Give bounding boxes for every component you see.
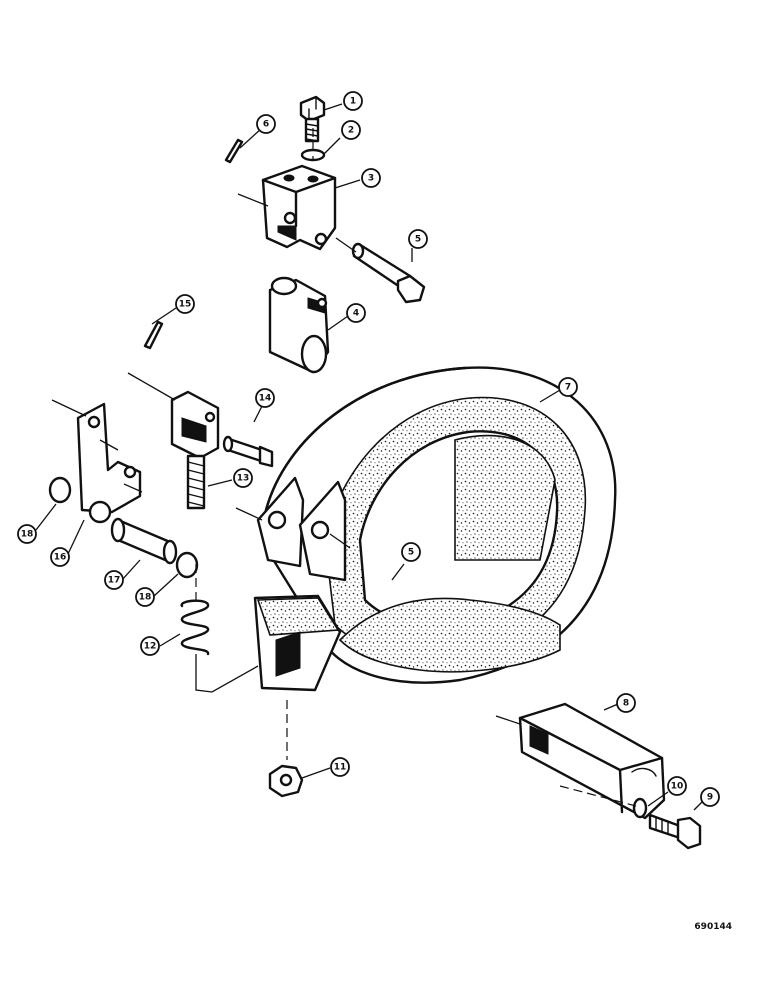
callout-c18b: 18 xyxy=(135,587,155,607)
part-9-bolt xyxy=(648,813,702,850)
callout-label: 9 xyxy=(707,793,713,803)
callout-label: 1 xyxy=(350,97,356,107)
part-4-link xyxy=(268,276,330,374)
callout-c5a: 5 xyxy=(408,229,428,249)
callout-circle xyxy=(667,776,687,796)
callout-circle xyxy=(175,294,195,314)
callout-circle xyxy=(401,542,421,562)
assembly-lines xyxy=(51,128,637,807)
part-7-brake-band xyxy=(253,366,617,692)
callout-c9: 9 xyxy=(700,787,720,807)
callout-label: 7 xyxy=(565,383,571,393)
callout-c3: 3 xyxy=(361,168,381,188)
callout-c7: 7 xyxy=(558,377,578,397)
callout-c15: 15 xyxy=(175,294,195,314)
part-3-clevis-block xyxy=(261,164,337,251)
callout-c2: 2 xyxy=(341,120,361,140)
callout-c17: 17 xyxy=(104,570,124,590)
callout-c8: 8 xyxy=(616,693,636,713)
part-10-washer xyxy=(632,797,648,819)
callout-circle xyxy=(361,168,381,188)
part-18-snap-ring-a xyxy=(48,476,72,504)
callout-label: 18 xyxy=(139,593,152,603)
part-11-nut xyxy=(268,764,304,798)
callout-circle xyxy=(17,524,37,544)
part-14-pin xyxy=(222,435,274,468)
callout-circle xyxy=(346,303,366,323)
callout-label: 17 xyxy=(108,576,121,586)
part-16-lever xyxy=(76,402,142,524)
callout-label: 10 xyxy=(671,782,684,792)
callout-circle xyxy=(104,570,124,590)
callout-c4: 4 xyxy=(346,303,366,323)
callout-label: 5 xyxy=(408,548,414,558)
callout-circle xyxy=(330,757,350,777)
part-1-bolt xyxy=(299,95,326,143)
callout-label: 5 xyxy=(415,235,421,245)
callout-circle xyxy=(140,636,160,656)
callout-circle xyxy=(408,229,428,249)
part-8-bracket xyxy=(518,702,666,820)
callout-circle xyxy=(255,388,275,408)
callout-c16: 16 xyxy=(50,547,70,567)
reference-number: 690144 xyxy=(694,922,732,932)
callout-c14: 14 xyxy=(255,388,275,408)
part-15-cotter-pin xyxy=(143,320,164,350)
callout-circle xyxy=(616,693,636,713)
part-18-snap-ring-b xyxy=(175,551,199,579)
callout-c13: 13 xyxy=(233,468,253,488)
callout-label: 6 xyxy=(263,120,269,130)
callout-circle xyxy=(558,377,578,397)
callout-circle xyxy=(700,787,720,807)
callout-label: 12 xyxy=(144,642,157,652)
callout-circle xyxy=(343,91,363,111)
callout-label: 14 xyxy=(259,394,272,404)
callout-label: 8 xyxy=(623,699,629,709)
callout-c11: 11 xyxy=(330,757,350,777)
callout-c18a: 18 xyxy=(17,524,37,544)
callout-circle xyxy=(233,468,253,488)
callout-label: 2 xyxy=(348,126,354,136)
callout-c10: 10 xyxy=(667,776,687,796)
callout-c6: 6 xyxy=(256,114,276,134)
callout-c5b: 5 xyxy=(401,542,421,562)
callout-label: 15 xyxy=(179,300,192,310)
callout-label: 3 xyxy=(368,174,374,184)
callout-label: 18 xyxy=(21,530,34,540)
callout-circle xyxy=(256,114,276,134)
part-5-pin-upper xyxy=(351,242,426,304)
callout-leaders xyxy=(35,103,705,811)
part-13-clevis-rod xyxy=(170,390,220,510)
part-12-spring xyxy=(180,599,210,656)
callout-c12: 12 xyxy=(140,636,160,656)
part-6-cotter-pin xyxy=(224,138,244,164)
callout-c1: 1 xyxy=(343,91,363,111)
callout-circle xyxy=(341,120,361,140)
callout-label: 11 xyxy=(334,763,347,773)
callout-circle xyxy=(135,587,155,607)
callout-circle xyxy=(50,547,70,567)
part-17-pin xyxy=(110,517,178,565)
callout-label: 13 xyxy=(237,474,250,484)
callout-label: 16 xyxy=(54,553,67,563)
callout-label: 4 xyxy=(353,309,359,319)
